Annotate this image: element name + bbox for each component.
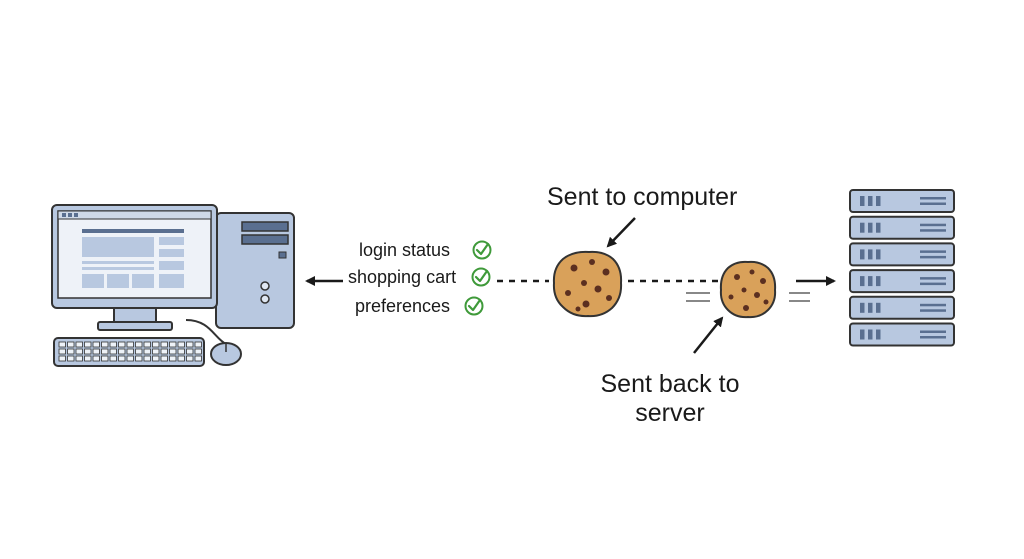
mouse-icon xyxy=(210,342,242,366)
callout-arrow-sent-to xyxy=(606,217,636,248)
server-unit xyxy=(849,269,955,294)
callout-arrow-sent-back xyxy=(693,316,724,354)
cookie-icon xyxy=(719,260,777,319)
server-unit xyxy=(849,322,955,347)
caption-sent-back-line2: server xyxy=(635,399,705,427)
motion-lines xyxy=(686,292,810,302)
server-unit xyxy=(849,242,955,267)
check-circle-icon xyxy=(464,296,484,316)
server-rack-icon xyxy=(849,189,955,347)
server-unit xyxy=(849,189,955,213)
check-circle-icon xyxy=(471,267,491,287)
cookie-icon xyxy=(552,250,623,318)
caption-sent-to-computer: Sent to computer xyxy=(547,183,738,211)
cookie-data-shopping-cart: shopping cart xyxy=(348,267,457,287)
server-unit xyxy=(849,295,955,320)
server-unit xyxy=(849,215,955,240)
cookie-data-login-status: login status xyxy=(359,240,451,260)
check-circle-icon xyxy=(472,240,492,260)
caption-sent-back-line1: Sent back to xyxy=(600,370,740,398)
desktop-computer-icon xyxy=(51,204,295,367)
cookie-data-preferences: preferences xyxy=(355,296,451,316)
